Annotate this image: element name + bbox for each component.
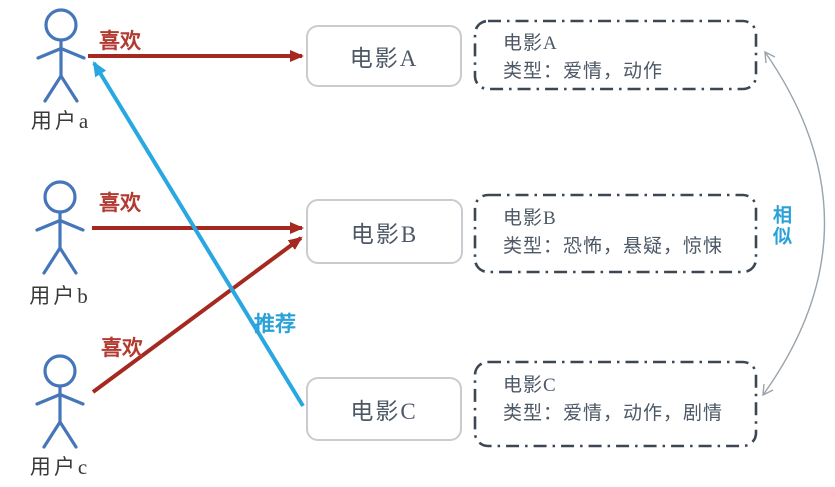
movie-c-attr-genres: 类型：爱情，动作，剧情 <box>503 403 724 424</box>
movie-a-node: 电影A <box>306 25 462 87</box>
user-a-figure <box>36 8 86 103</box>
movie-b-attr-title: 电影B <box>503 208 557 229</box>
like-label-user-c: 喜欢 <box>101 337 143 360</box>
user-a-label: 用户a <box>30 109 92 133</box>
movie-a-attr-genres: 类型：爱情，动作 <box>503 61 664 82</box>
recommend-label: 推荐 <box>254 313 296 336</box>
user-c-figure <box>35 354 85 449</box>
movie-c-attributes: 电影C 类型：爱情，动作，剧情 <box>503 372 723 428</box>
movie-b-node: 电影B <box>306 199 463 264</box>
movie-a-title: 电影A <box>349 46 419 71</box>
similar-label: 相似 <box>770 205 791 247</box>
movie-b-attributes: 电影B 类型：恐怖，悬疑，惊悚 <box>503 205 723 261</box>
movie-b-title: 电影B <box>350 221 419 247</box>
movie-a-attr-title: 电影A <box>503 33 558 54</box>
like-label-user-b: 喜欢 <box>99 192 141 215</box>
user-b-figure <box>35 180 85 275</box>
movie-a-attributes-border <box>473 19 758 91</box>
movie-c-node: 电影C <box>306 377 462 441</box>
movie-a-attributes: 电影A 类型：爱情，动作 <box>503 30 663 86</box>
movie-c-attr-title: 电影C <box>503 375 557 396</box>
like-label-user-a: 喜欢 <box>99 30 141 53</box>
movie-c-title: 电影C <box>350 399 418 424</box>
user-c-label: 用户c <box>29 455 91 479</box>
movie-b-attr-genres: 类型：恐怖，悬疑，惊悚 <box>503 236 724 257</box>
recommend-arrow-movie-c-to-user-a <box>92 61 305 408</box>
movie-b-attributes-border <box>473 193 758 274</box>
user-b-label: 用户b <box>29 284 91 308</box>
movie-c-attributes-border <box>473 360 758 448</box>
like-arrow-user-c-to-movie-b <box>91 236 303 394</box>
similar-curve <box>762 50 826 397</box>
